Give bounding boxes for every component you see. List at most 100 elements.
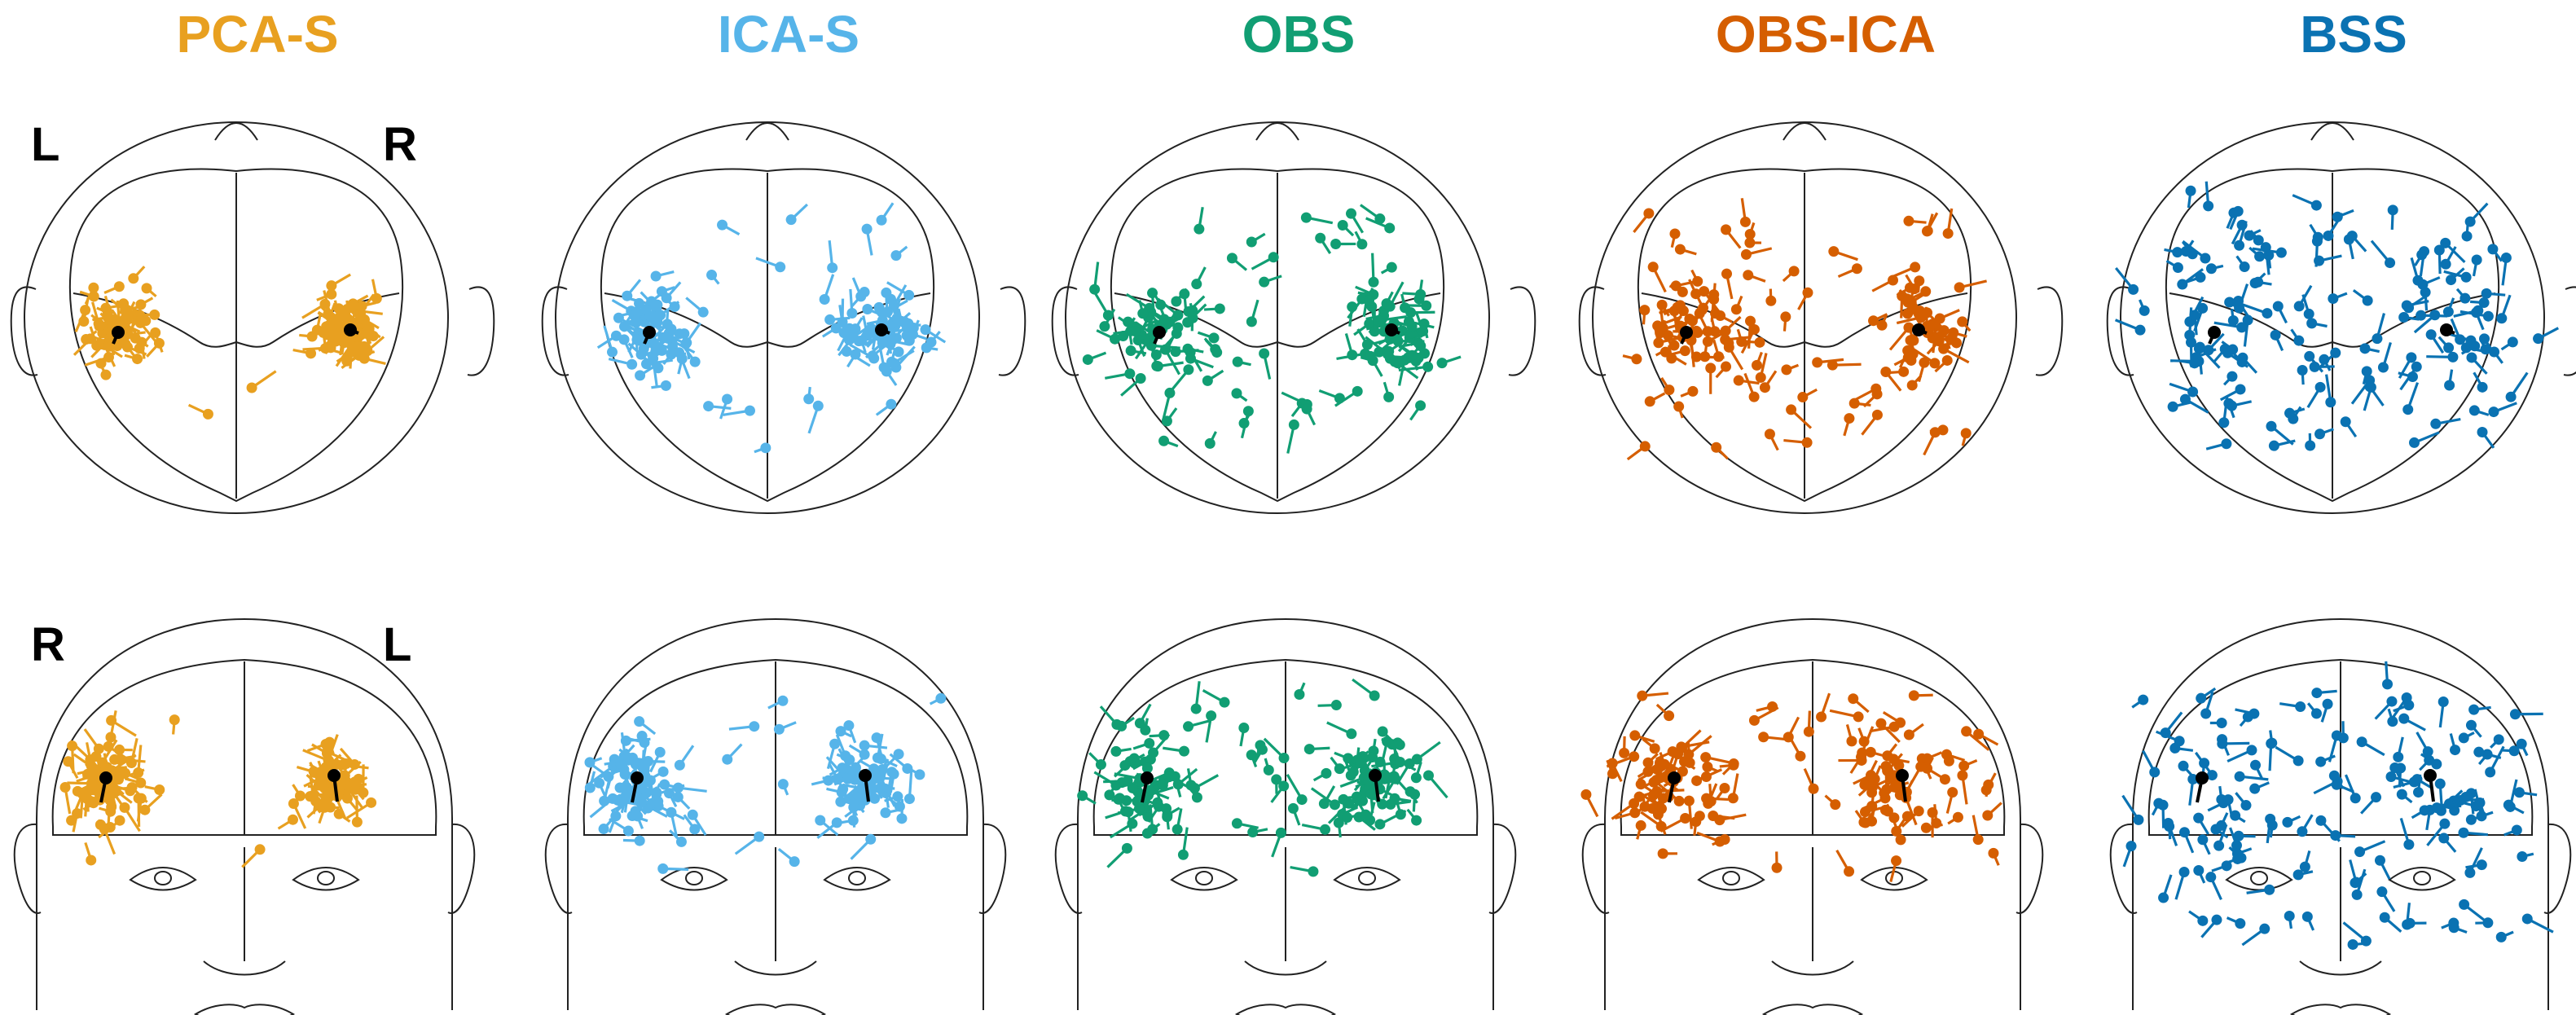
dipole-marker xyxy=(1132,335,1144,346)
dipole-marker xyxy=(1320,824,1331,835)
dipole-marker xyxy=(1828,246,1840,257)
dipole-marker xyxy=(666,806,677,818)
dipole-marker xyxy=(333,312,345,323)
dipole-marker xyxy=(619,321,631,332)
dipole-marker xyxy=(319,778,331,789)
dipole-marker xyxy=(1674,300,1686,311)
dipole-marker xyxy=(1888,754,1899,765)
dipole-marker xyxy=(1140,724,1151,736)
dipole-marker xyxy=(1384,222,1396,234)
dipole-marker xyxy=(2149,767,2161,778)
dipole-marker xyxy=(722,393,733,405)
dipole-marker xyxy=(1395,809,1406,820)
dipole-marker xyxy=(622,290,633,301)
dipole-marker xyxy=(2476,859,2487,871)
dipole-marker xyxy=(1670,280,1681,292)
top-view-head-outline xyxy=(1051,121,1536,514)
dipole-marker xyxy=(2139,305,2150,316)
dipole-marker xyxy=(836,787,847,798)
dipole-cluster xyxy=(73,266,386,420)
dipole-marker xyxy=(1318,798,1330,810)
dipole-marker xyxy=(1337,219,1348,231)
dipole-marker xyxy=(2330,347,2341,358)
dipole-marker xyxy=(2364,381,2376,393)
dipole-marker xyxy=(1656,299,1668,310)
top-view-right-label: R xyxy=(383,118,417,171)
dipole-marker xyxy=(2197,302,2209,314)
dipole-marker xyxy=(169,714,180,726)
dipole-marker xyxy=(607,346,618,358)
dipole-marker xyxy=(2350,793,2361,804)
dipole-marker xyxy=(2284,407,2295,419)
dipole-marker xyxy=(773,723,785,735)
dipole-marker xyxy=(1172,824,1183,835)
dipole-marker xyxy=(1721,224,1732,235)
dipole-marker xyxy=(2217,738,2228,749)
dipole-marker xyxy=(78,316,90,327)
dipole-marker xyxy=(2178,760,2189,771)
dipole-marker xyxy=(1334,763,1345,775)
dipole-marker xyxy=(1294,688,1305,700)
dipole-marker xyxy=(1301,403,1312,415)
dipole-marker xyxy=(1347,767,1359,778)
dipole-marker xyxy=(903,289,915,301)
dipole-marker xyxy=(835,726,846,737)
dipole-marker xyxy=(1771,862,1783,873)
dipole-marker xyxy=(865,833,877,845)
dipole-marker xyxy=(1406,321,1418,332)
dipole-marker xyxy=(1206,710,1217,722)
dipole-cluster xyxy=(2121,661,2554,950)
dipole-marker xyxy=(1377,726,1388,737)
dipole-marker xyxy=(2440,237,2451,248)
dipole-marker xyxy=(2224,297,2235,308)
dipole-marker xyxy=(1381,298,1392,310)
dipole-marker xyxy=(2227,315,2239,327)
dipole-marker xyxy=(1356,239,1368,250)
dipole-marker xyxy=(2292,755,2304,767)
dipole-marker xyxy=(1913,806,1924,817)
dipole-marker xyxy=(1801,437,1813,448)
dipole-marker xyxy=(1330,700,1342,711)
dipole-marker xyxy=(893,346,904,358)
dipole-marker xyxy=(2266,420,2277,432)
dipole-marker xyxy=(819,293,830,305)
dipole-marker xyxy=(2477,381,2488,393)
dipole-marker xyxy=(1983,779,1994,790)
dipole-marker xyxy=(2211,914,2222,925)
dipole-marker xyxy=(1129,325,1141,336)
dipole-marker xyxy=(1673,795,1685,806)
dipole-marker xyxy=(1844,413,1855,424)
dipole-marker xyxy=(2253,235,2264,246)
dipole-marker xyxy=(2377,362,2389,373)
dipole-marker xyxy=(2292,869,2304,881)
dipole-marker xyxy=(2178,867,2190,878)
dipole-marker xyxy=(2246,745,2257,756)
dipole-marker xyxy=(1721,361,1732,372)
dipole-marker xyxy=(2249,277,2261,288)
dipole-marker xyxy=(2275,247,2287,258)
dipole-marker xyxy=(1754,336,1765,348)
dipole-marker xyxy=(2488,406,2499,418)
dipole-marker xyxy=(2533,333,2544,345)
dipole-marker xyxy=(2249,783,2261,794)
dipole-marker xyxy=(1338,793,1349,805)
reference-dipole-marker xyxy=(2440,323,2453,336)
method-title-obs-ica: OBS-ICA xyxy=(1715,5,1936,64)
dipole-marker xyxy=(2360,935,2372,947)
dipole-marker xyxy=(2493,734,2504,745)
dipole-marker xyxy=(1719,782,1730,793)
dipole-marker xyxy=(2425,329,2437,341)
dipole-marker xyxy=(2133,814,2144,825)
dipole-marker xyxy=(128,273,139,284)
reference-dipole-marker xyxy=(631,771,644,784)
dipole-marker xyxy=(661,332,672,344)
dipole-marker xyxy=(2185,185,2196,196)
dipole-marker xyxy=(672,791,684,802)
dipole-marker xyxy=(881,306,893,318)
dipole-marker xyxy=(1952,811,1963,823)
dipole-marker xyxy=(2507,336,2518,348)
dipole-marker xyxy=(634,835,645,846)
dipole-marker xyxy=(2232,205,2244,217)
dipole-marker xyxy=(2487,244,2499,255)
dipole-marker xyxy=(903,793,915,805)
